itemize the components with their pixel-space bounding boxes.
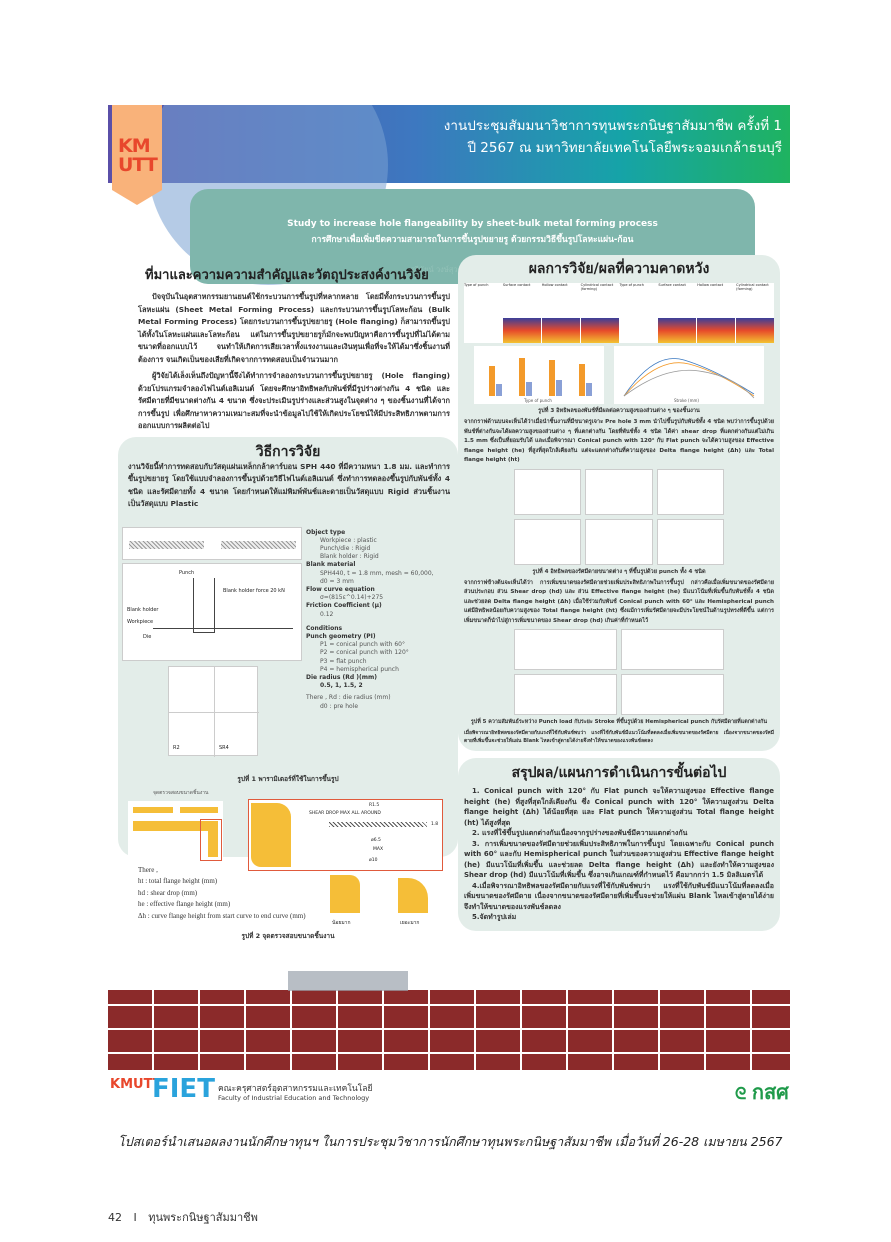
page-separator: I bbox=[133, 1211, 137, 1224]
flange-detail-diagram: R1.5 SHEAR DROP MAX ALL AROUND 1.8 ø6.5 … bbox=[248, 798, 443, 871]
figure-1-caption: รูปที่ 1 พารามิเตอร์ที่ใช้ในการขึ้นรูป bbox=[237, 774, 339, 783]
page-number: 42 bbox=[108, 1211, 122, 1224]
results-heading: ผลการวิจัย/ผลที่ความคาดหวัง bbox=[528, 261, 710, 277]
flange-large-shear bbox=[398, 874, 433, 915]
background-heading: ที่มาและความความสำคัญและวัตถุประสงค์งานว… bbox=[145, 268, 429, 283]
background-paragraph-1: ปัจจุบันในอุตสาหกรรมยานยนต์ใช้กระบวนการข… bbox=[138, 292, 450, 364]
publication-title: ทุนพระกนิษฐาสัมมาชีพ bbox=[148, 1211, 258, 1224]
conference-line-2: ปี 2567 ณ มหาวิทยาลัยเทคโนโลยีพระจอมเกล้… bbox=[467, 140, 782, 156]
figure-3-caption: รูปที่ 3 อิทธิพลของพันช์ที่มีผลต่อความสู… bbox=[538, 408, 700, 414]
figure-2-caption: รูปที่ 2 จุดตรวจสอบขนาดชิ้นงาน bbox=[241, 931, 335, 940]
workpiece-section-diagram bbox=[128, 800, 223, 863]
right-column: ผลการวิจัย/ผลที่ความคาดหวัง Type of punc… bbox=[458, 255, 780, 931]
less-label: น้อยมาก bbox=[332, 919, 351, 926]
figure-4-caption: รูปที่ 4 อิทธิพลของรัศมีดายขนาดต่าง ๆ ที… bbox=[532, 568, 706, 575]
punch-geometry-diagram: R2 SR4 bbox=[168, 665, 259, 757]
punch-load-line-chart: Stroke (mm) bbox=[614, 346, 764, 404]
flange-small-shear bbox=[330, 874, 365, 915]
brick-wall-illustration bbox=[108, 990, 790, 1070]
die-radius-charts bbox=[514, 468, 724, 565]
method-heading: วิธีการวิจัย bbox=[255, 443, 321, 460]
method-section: วิธีการวิจัย งานวิจัยนี้ทำการทดสอบกับวัส… bbox=[108, 436, 468, 952]
conclusion-item: 3. การเพิ่มขนาดของรัศมีดายช่วยเพิ่มประสิ… bbox=[464, 839, 774, 880]
load-stroke-charts bbox=[514, 629, 724, 715]
footer-kmutt-logo: KMUTT bbox=[110, 1077, 162, 1092]
left-column: ที่มาและความความสำคัญและวัตถุประสงค์งานว… bbox=[108, 264, 468, 952]
header-band: งานประชุมสัมมนาวิชาการทุนพระกนิษฐาสัมมาช… bbox=[108, 105, 790, 285]
conclusion-item: 2. แรงที่ใช้ขึ้นรูปแตกต่างกันเนื่องจากรู… bbox=[472, 829, 688, 837]
results-panel: ผลการวิจัย/ผลที่ความคาดหวัง Type of punc… bbox=[458, 255, 780, 751]
poster-caption: โปสเตอร์นำเสนอผลงานนักศึกษาทุนฯ ในการประ… bbox=[118, 1134, 783, 1149]
fiet-logo: FIET bbox=[152, 1074, 215, 1104]
background-paragraph-2: ผู้วิจัยได้เล็งเห็นถึงปัญหานี้จึงได้ทำกา… bbox=[138, 371, 450, 430]
tooling-diagram: Punch Blank holder force 20 kN Blank hol… bbox=[122, 562, 302, 661]
poster: งานประชุมสัมมนาวิชาการทุนพระกนิษฐาสัมมาช… bbox=[108, 105, 790, 1070]
faculty-name-en: Faculty of Industrial Education and Tech… bbox=[218, 1094, 370, 1102]
figure-5-text: เมื่อพิจารณาอิทธิพลของรัศมีดายกับแรงที่ใ… bbox=[464, 730, 774, 744]
simulation-parameters: Object type Workpiece : plastic Punch/di… bbox=[306, 528, 434, 710]
figure-3-text: จากกราฟด้านบนจะเห็นได้ว่าเมื่อนำชิ้นงานท… bbox=[464, 419, 774, 463]
more-label: เยอะมาก bbox=[400, 919, 420, 926]
conclusion-list: 1. Conical punch with 120° กับ Flat punc… bbox=[464, 786, 774, 923]
figure-4-text: จากกราฟข้างต้นจะเห็นได้ว่า การเพิ่มขนาดข… bbox=[464, 579, 774, 624]
punch-height-bar-chart: Type of punch bbox=[474, 346, 604, 404]
conference-title: งานประชุมสัมมนาวิชาการทุนพระกนิษฐาสัมมาช… bbox=[444, 115, 782, 159]
figure-5-caption: รูปที่ 5 ความสัมพันธ์ระหว่าง Punch load … bbox=[470, 719, 768, 725]
conclusion-item: 1. Conical punch with 120° กับ Flat punc… bbox=[464, 787, 774, 827]
conclusion-item: 5.จัดทำรูปเล่ม bbox=[472, 913, 517, 921]
conclusion-heading: สรุปผล/แผนการดำเนินการขั้นต่อไป bbox=[511, 765, 727, 781]
check-zone-label: จุดตรวจสอบขนาดชิ้นงาน bbox=[153, 789, 209, 796]
conclusion-panel: สรุปผล/แผนการดำเนินการขั้นต่อไป 1. Conic… bbox=[458, 758, 780, 931]
method-paragraph: งานวิจัยนี้ทำการทดสอบกับวัสดุแผ่นเหล็กกล… bbox=[128, 461, 450, 509]
conclusion-item: 4.เมื่อพิจารณาอิทธิพลของรัศมีดายกับแรงที… bbox=[464, 881, 774, 911]
faculty-name-th: คณะครุศาสตร์อุตสาหกรรมและเทคโนโลยี bbox=[218, 1084, 373, 1094]
title-th: การศึกษาเพื่อเพิ่มขีดความสามารถในการขึ้น… bbox=[311, 235, 634, 245]
page-footer: 42 I ทุนพระกนิษฐาสัมมาชีพ bbox=[108, 1208, 258, 1226]
conference-line-1: งานประชุมสัมมนาวิชาการทุนพระกนิษฐาสัมมาช… bbox=[443, 118, 782, 134]
svg-text:Stroke (mm): Stroke (mm) bbox=[674, 398, 699, 403]
height-legend: There , ht : total flange height (mm) hd… bbox=[138, 865, 306, 920]
title-en: Study to increase hole flangeability by … bbox=[287, 219, 658, 229]
kss-logo: ᘓ กสศ bbox=[735, 1080, 789, 1104]
factory-illustration bbox=[288, 971, 408, 991]
blank-diagram bbox=[122, 526, 302, 560]
svg-text:Type of punch: Type of punch bbox=[523, 398, 552, 403]
